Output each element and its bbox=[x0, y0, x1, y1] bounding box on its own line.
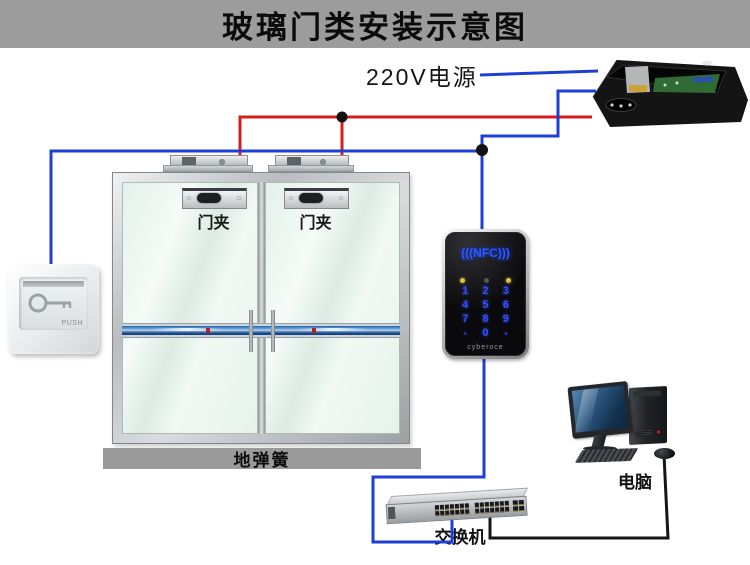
exit-button-panel: PUSH bbox=[19, 277, 88, 330]
keyboard bbox=[574, 448, 639, 463]
key-4: 4 bbox=[462, 299, 469, 311]
bolt-lock-right bbox=[268, 155, 354, 172]
clamp-slot bbox=[197, 193, 221, 203]
power-led bbox=[657, 430, 660, 434]
monitor bbox=[567, 381, 633, 439]
port-block-3 bbox=[512, 499, 525, 512]
screw-icon bbox=[339, 196, 343, 200]
exit-button-stripe bbox=[23, 281, 84, 287]
nfc-icon: (((NFC))) bbox=[461, 246, 510, 260]
power-supply-box bbox=[592, 59, 748, 127]
key-2: 2 bbox=[482, 285, 489, 297]
door-clamp-right-label: 门夹 bbox=[299, 215, 332, 232]
key-5: 5 bbox=[482, 299, 489, 311]
title-bar: 玻璃门类安装示意图 bbox=[0, 0, 750, 48]
key-star: ▪ bbox=[463, 328, 467, 338]
key-6: 6 bbox=[502, 299, 509, 311]
mouse bbox=[654, 448, 675, 459]
push-label: PUSH bbox=[61, 320, 83, 327]
lock-base bbox=[268, 165, 354, 172]
key-3: 3 bbox=[502, 285, 509, 297]
monitor-screen bbox=[571, 385, 628, 433]
keypad-grid: 1 2 3 4 5 6 7 8 9 ▪ 0 ▪ bbox=[455, 284, 516, 340]
wire-junction-dot bbox=[476, 144, 488, 156]
key-icon bbox=[28, 293, 72, 313]
key-1: 1 bbox=[462, 285, 469, 297]
key-0: 0 bbox=[482, 327, 489, 339]
computer bbox=[563, 380, 691, 468]
page-title: 玻璃门类安装示意图 bbox=[222, 9, 528, 45]
lock-base bbox=[163, 165, 253, 172]
key-7: 7 bbox=[462, 313, 469, 325]
push-bar-mark bbox=[312, 328, 316, 333]
screw-icon bbox=[289, 196, 293, 200]
key-8: 8 bbox=[482, 313, 489, 325]
rack-bracket bbox=[387, 506, 396, 520]
door-handle-right bbox=[271, 310, 275, 352]
switch-label: 交换机 bbox=[434, 528, 486, 547]
screw-icon bbox=[187, 196, 191, 200]
led-indicator-left bbox=[460, 278, 465, 283]
clamp-slot bbox=[299, 193, 323, 203]
computer-label: 电脑 bbox=[618, 473, 652, 492]
sensor-dot bbox=[484, 278, 489, 283]
push-bar bbox=[122, 323, 400, 338]
screw-icon bbox=[237, 196, 241, 200]
port-block-2 bbox=[474, 500, 510, 514]
port-block-1 bbox=[434, 503, 470, 517]
door-clamp-right bbox=[284, 188, 349, 209]
floor-spring-bar: 地弹簧 bbox=[103, 448, 421, 470]
led-indicator-right bbox=[506, 278, 511, 283]
access-keypad: (((NFC))) 1 2 3 4 5 6 7 8 9 ▪ 0 ▪ cybero… bbox=[442, 229, 529, 359]
door-handle-left bbox=[249, 310, 253, 352]
door-frame: 门夹 门夹 bbox=[112, 172, 410, 444]
bolt-lock-left bbox=[163, 155, 253, 172]
network-switch bbox=[385, 487, 529, 529]
door-clamp-left-label: 门夹 bbox=[197, 215, 230, 232]
pc-tower bbox=[629, 386, 667, 445]
keypad-brand: cyberoce bbox=[467, 344, 504, 351]
key-9: 9 bbox=[502, 313, 509, 325]
glass-area: 门夹 门夹 bbox=[122, 182, 400, 434]
keypad-face: (((NFC))) 1 2 3 4 5 6 7 8 9 ▪ 0 ▪ cybero… bbox=[445, 232, 526, 356]
exit-button: PUSH bbox=[8, 264, 99, 354]
push-bar-mark bbox=[206, 328, 210, 333]
floor-spring-label: 地弹簧 bbox=[233, 451, 291, 470]
mounting-hole bbox=[702, 60, 712, 66]
key-hash: ▪ bbox=[504, 328, 508, 338]
door-mullion bbox=[257, 182, 265, 434]
power-supply-label: 220V电源 bbox=[366, 64, 478, 90]
door-clamp-left bbox=[182, 188, 247, 209]
wire-junction-dot bbox=[336, 111, 348, 123]
